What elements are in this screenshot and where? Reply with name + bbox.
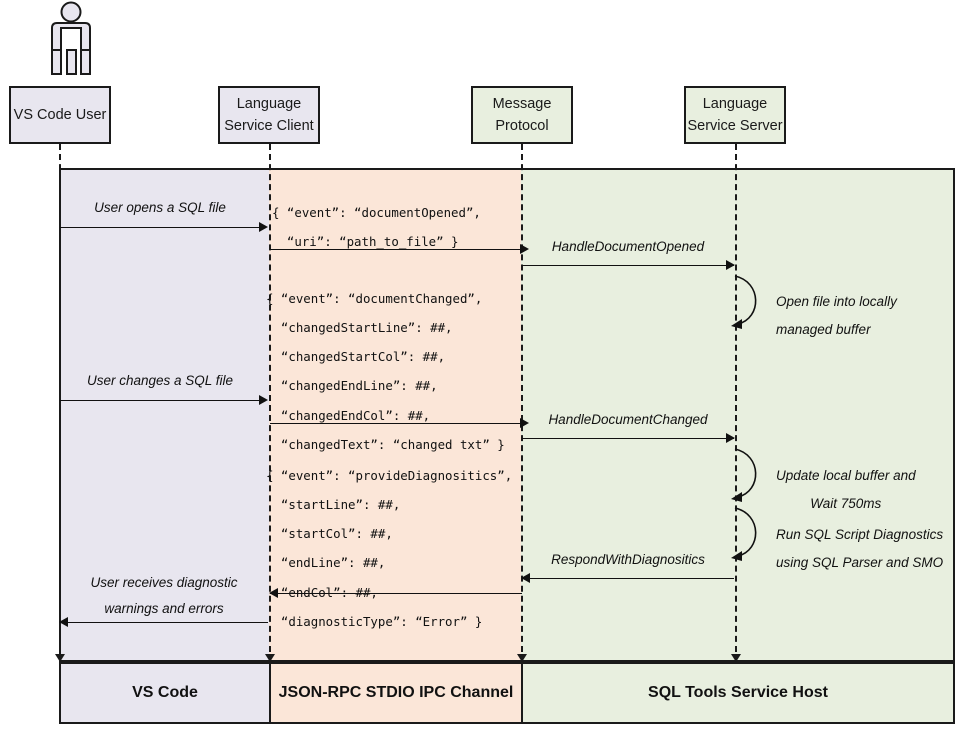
- lifeline-end-arrow-protocol: [517, 654, 527, 662]
- arrow-user-changes: [60, 400, 260, 401]
- arrow-respond-with-diagnostics: [522, 578, 734, 579]
- arrow-handle-document-changed: [522, 438, 734, 439]
- arrowhead-document-opened-to-protocol: [520, 244, 529, 254]
- zone-footer-sql-tools: SQL Tools Service Host: [521, 662, 955, 724]
- actor-vs-code-user[interactable]: VS Code User: [9, 86, 111, 144]
- arrowhead-respond-with-diagnostics: [521, 573, 530, 583]
- note-open-buffer: Open file into locally managed buffer: [776, 288, 897, 345]
- label-respond-with-diagnostics: RespondWithDiagnositics: [551, 552, 705, 567]
- lifeline-end-arrow-user: [55, 654, 65, 662]
- arrow-user-receives: [60, 622, 268, 623]
- lifeline-language-service-client: [269, 144, 271, 662]
- arrow-document-opened-to-protocol: [270, 249, 522, 250]
- actor-label-line1: VS Code User: [13, 106, 107, 123]
- zone-footer-json-rpc: JSON-RPC STDIO IPC Channel: [269, 662, 521, 724]
- arrow-diagnostics-to-client: [270, 593, 522, 594]
- note-run-diagnostics-line1: Run SQL Script Diagnostics: [776, 527, 944, 542]
- zone-label-vscode: VS Code: [132, 684, 198, 701]
- actor-label-line1: Language: [236, 95, 302, 112]
- label-user-receives: User receives diagnostic warnings and er…: [60, 570, 268, 621]
- actor-label-line2: Service Server: [687, 118, 783, 134]
- note-run-diagnostics-line2: using SQL Parser and SMO: [776, 555, 944, 571]
- lifeline-language-service-server: [735, 144, 737, 662]
- actor-stick-figure: [51, 1, 91, 75]
- lifeline-vs-code-user: [59, 144, 61, 662]
- lifeline-end-arrow-client: [265, 654, 275, 662]
- label-user-opens: User opens a SQL file: [94, 200, 226, 215]
- arrow-document-changed-to-protocol: [270, 423, 522, 424]
- arrowhead-user-receives: [59, 617, 68, 627]
- arrow-user-opens: [60, 227, 260, 228]
- arrowhead-handle-document-opened: [726, 260, 735, 270]
- payload-provide-diagnostics: { “event”: “provideDiagnositics”, “start…: [266, 468, 513, 629]
- note-update-wait-line1: Update local buffer and: [776, 468, 916, 483]
- zone-footer-vscode: VS Code: [59, 662, 269, 724]
- band-json-rpc: [269, 168, 521, 662]
- label-handle-document-opened: HandleDocumentOpened: [551, 239, 705, 254]
- arrowhead-document-changed-to-protocol: [520, 418, 529, 428]
- arrowhead-user-changes: [259, 395, 268, 405]
- self-loop-update-buffer: [731, 448, 757, 502]
- actor-label-line1: Language: [702, 95, 768, 112]
- actor-label-line2: Service Client: [224, 118, 314, 134]
- note-open-buffer-line1: Open file into locally: [776, 294, 897, 309]
- payload-document-opened: { “event”: “documentOpened”, “uri”: “pat…: [272, 205, 481, 250]
- note-update-wait: Update local buffer and Wait 750ms: [776, 462, 916, 519]
- note-open-buffer-line2: managed buffer: [776, 322, 871, 338]
- actor-language-service-client[interactable]: Language Service Client: [218, 86, 320, 144]
- arrow-handle-document-opened: [522, 265, 734, 266]
- lifeline-message-protocol: [521, 144, 523, 662]
- note-update-wait-line2: Wait 750ms: [810, 496, 882, 512]
- zone-label-json-rpc: JSON-RPC STDIO IPC Channel: [278, 684, 514, 701]
- self-loop-open-buffer: [731, 275, 757, 329]
- arrowhead-diagnostics-to-client: [269, 588, 278, 598]
- actor-label-line2: Protocol: [495, 118, 549, 134]
- label-user-receives-line1: User receives diagnostic: [90, 575, 238, 590]
- label-user-receives-line2: warnings and errors: [104, 600, 224, 616]
- actor-language-service-server[interactable]: Language Service Server: [684, 86, 786, 144]
- band-vscode: [59, 168, 269, 662]
- label-handle-document-changed: HandleDocumentChanged: [548, 412, 708, 427]
- note-run-diagnostics: Run SQL Script Diagnostics using SQL Par…: [776, 521, 943, 578]
- arrowhead-user-opens: [259, 222, 268, 232]
- actor-label-line1: Message: [492, 95, 552, 112]
- payload-document-changed: { “event”: “documentChanged”, “changedSt…: [266, 291, 505, 452]
- lifeline-end-arrow-server: [731, 654, 741, 662]
- arrowhead-handle-document-changed: [726, 433, 735, 443]
- label-user-changes: User changes a SQL file: [86, 373, 234, 388]
- zone-label-sql-tools: SQL Tools Service Host: [648, 684, 828, 701]
- self-loop-run-diagnostics: [731, 507, 757, 561]
- actor-message-protocol[interactable]: Message Protocol: [471, 86, 573, 144]
- band-sql-tools: [521, 168, 955, 662]
